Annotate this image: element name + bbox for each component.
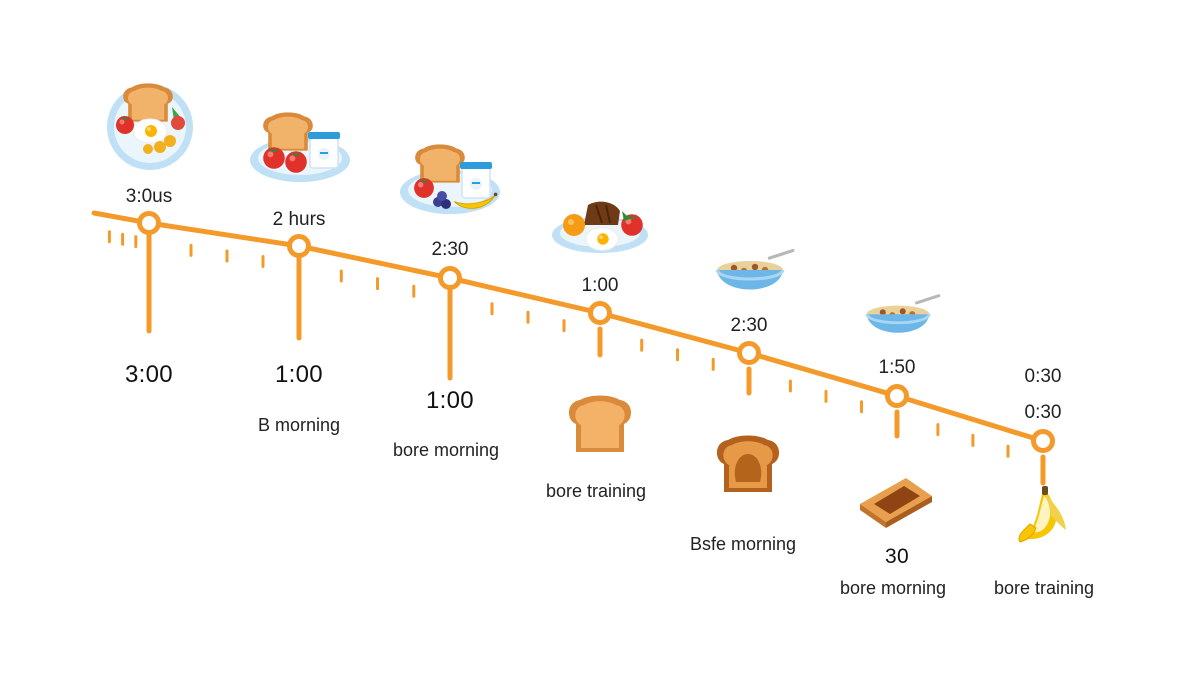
stop-7-top-time: 0:30 [1024, 366, 1062, 387]
toast-tomato-yogurt-plate-icon [250, 112, 350, 182]
timeline-line [91, 210, 1046, 444]
stop-4-node [588, 301, 612, 325]
eggs-toast-fruit-plate-icon [107, 83, 193, 170]
stop-3-top-time: 2:30 [431, 239, 469, 260]
stop-4-caption: bore training [545, 481, 647, 501]
stop-2-node [287, 234, 311, 258]
stop-4-top-time: 1:00 [581, 275, 619, 296]
stop-1-node [137, 211, 161, 235]
stop-7-bottom-time: 0:30 [1024, 402, 1062, 423]
stop-7-node [1031, 429, 1055, 453]
cereal-bowl-icon [865, 292, 943, 335]
stop-6-caption: bore morning [839, 578, 947, 598]
toast-berries-banana-plate-icon [400, 144, 500, 214]
stop-5-caption: Bsfe morning [689, 534, 797, 554]
stop-1-bottom-time: 3:00 [125, 361, 173, 388]
stop-2-top-time: 2 hurs [272, 209, 326, 230]
stop-3-bottom-time: 1:00 [426, 387, 474, 414]
stop-3-node [438, 266, 462, 290]
stop-3-caption: bore morning [392, 440, 500, 460]
stop-5-node [737, 341, 761, 365]
toast-with-spread-icon [860, 478, 932, 528]
stop-6-node [885, 384, 909, 408]
egg-orange-tomato-plate-icon [552, 201, 648, 253]
banana-icon [1018, 486, 1066, 543]
toast-slice-icon [568, 395, 632, 452]
stop-7-caption: bore training [993, 578, 1095, 598]
cereal-bowl-icon [715, 246, 797, 291]
stop-6-bottom-time: 30 [885, 545, 909, 568]
stop-2-bottom-time: 1:00 [275, 361, 323, 388]
stop-2-caption: B morning [257, 415, 341, 435]
stop-5-top-time: 2:30 [730, 315, 768, 336]
stop-1-top-time: 3:0us [125, 186, 173, 207]
stop-6-top-time: 1:50 [878, 357, 916, 378]
jam-toast-icon [716, 435, 780, 492]
